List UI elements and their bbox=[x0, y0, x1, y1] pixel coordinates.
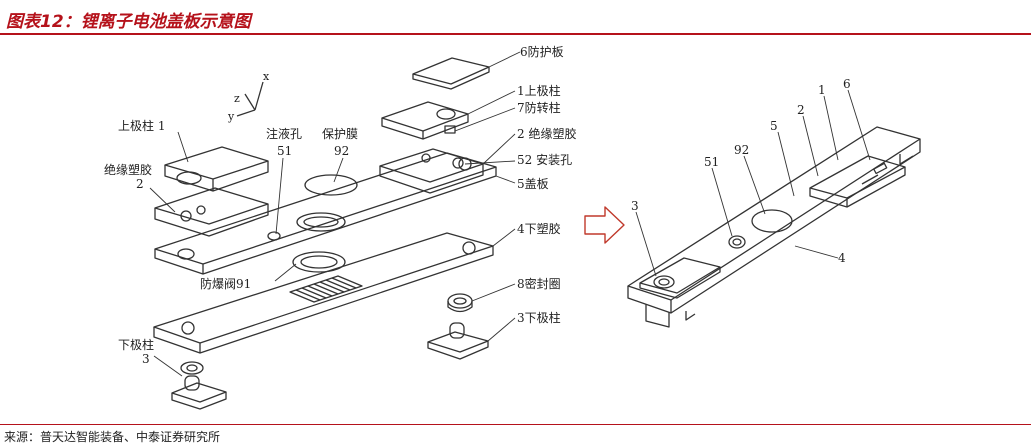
axis-x-label: x bbox=[263, 70, 270, 83]
label-r-92: 92 bbox=[734, 143, 749, 157]
axis-z-label: z bbox=[234, 92, 240, 105]
label-r-3: 3 bbox=[631, 199, 639, 213]
label-lower-plastic: 4下塑胶 bbox=[517, 221, 561, 236]
label-upper-pole-left: 上极柱 1 bbox=[118, 118, 165, 133]
explosion-proof-valve bbox=[292, 251, 346, 273]
label-r-2: 2 bbox=[797, 103, 805, 117]
label-num-92: 92 bbox=[334, 144, 349, 158]
source-note: 来源：普天达智能装备、中泰证券研究所 bbox=[4, 430, 221, 444]
assembled-cover bbox=[627, 89, 921, 328]
label-r-6: 6 bbox=[843, 77, 851, 91]
arrow-icon bbox=[584, 206, 625, 244]
label-num-3: 3 bbox=[142, 352, 150, 366]
axes-icon bbox=[236, 81, 264, 117]
seal-ring-left bbox=[180, 361, 204, 375]
title-bar: 图表12：锂离子电池盖板示意图 bbox=[0, 0, 1031, 34]
label-explosion-valve: 防爆阀91 bbox=[200, 276, 251, 291]
battery-cover-figure: z x y 6防护板 1上极柱 7防转柱 2 绝缘塑胶 52 安装孔 5盖板 4… bbox=[104, 44, 921, 410]
label-upper-pole-right: 1上极柱 bbox=[517, 83, 561, 98]
protective-film bbox=[304, 174, 358, 196]
insulation-plastic-left bbox=[154, 187, 269, 225]
label-mounting-hole: 52 安装孔 bbox=[517, 152, 572, 167]
label-protection-plate: 6防护板 bbox=[520, 44, 564, 59]
label-insulation-plastic-left: 绝缘塑胶 bbox=[104, 162, 152, 177]
label-lower-pole-left: 下极柱 bbox=[118, 337, 154, 352]
figure-title: 图表12：锂离子电池盖板示意图 bbox=[6, 12, 251, 32]
label-injection-hole: 注液孔 bbox=[266, 126, 302, 141]
label-lower-pole-right: 3下极柱 bbox=[517, 310, 561, 325]
label-num-51: 51 bbox=[277, 144, 292, 158]
lower-pole-right bbox=[427, 331, 489, 353]
footer-rule bbox=[0, 424, 1031, 425]
label-r-1: 1 bbox=[818, 83, 826, 97]
label-insulation-plastic-right: 2 绝缘塑胶 bbox=[517, 126, 576, 141]
label-r-4: 4 bbox=[838, 251, 846, 265]
label-r-5: 5 bbox=[770, 119, 778, 133]
label-protective-film: 保护膜 bbox=[322, 127, 358, 141]
label-seal-ring: 8密封圈 bbox=[517, 276, 561, 291]
label-anti-rotation-pin: 7防转柱 bbox=[517, 100, 561, 115]
axis-y-label: y bbox=[227, 110, 235, 123]
protection-plate bbox=[412, 57, 490, 85]
seal-ring bbox=[447, 293, 473, 309]
label-num-2: 2 bbox=[136, 177, 144, 191]
cover-plate bbox=[154, 152, 497, 265]
title-rule bbox=[0, 33, 1031, 35]
label-r-51: 51 bbox=[704, 155, 719, 169]
label-cover-plate: 5盖板 bbox=[517, 177, 549, 191]
